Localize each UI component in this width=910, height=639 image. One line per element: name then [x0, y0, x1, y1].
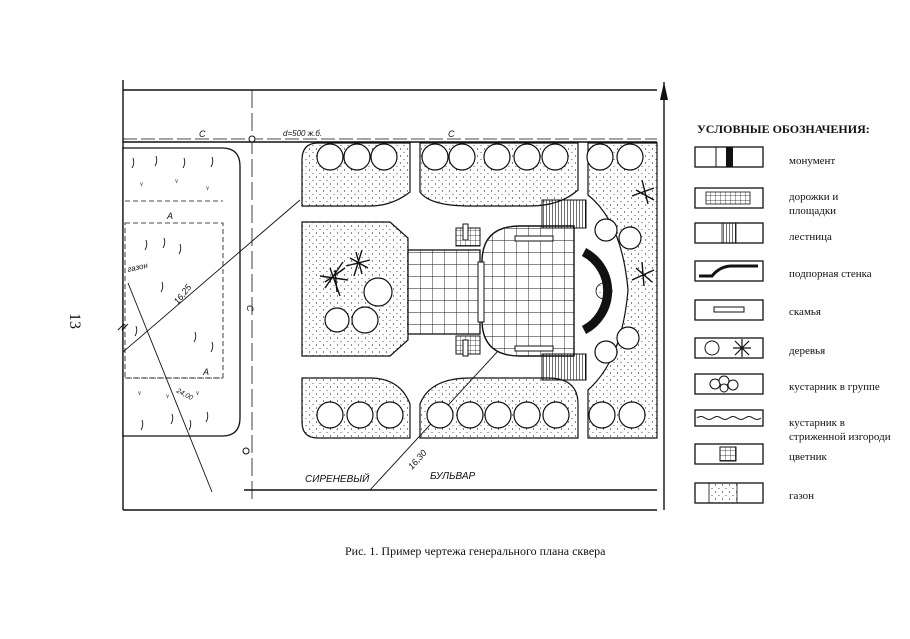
svg-text:v: v [175, 177, 179, 185]
monument [581, 248, 613, 334]
street-label-2: БУЛЬВАР [430, 471, 475, 482]
legend: УСЛОВНЫЕ ОБОЗНАЧЕНИЯ: монумент дорожки и… [694, 122, 891, 504]
street-label-1: СИРЕНЕВЫЙ [305, 472, 370, 485]
legend-title: УСЛОВНЫЕ ОБОЗНАЧЕНИЯ: [697, 122, 870, 136]
legend-label-flowerbed: цветник [789, 451, 827, 463]
marker-a-lower: А [202, 367, 209, 377]
flowerbed-icon [719, 446, 737, 462]
legend-label-retaining-wall: подпорная стенка [789, 268, 872, 280]
svg-text:v: v [140, 180, 144, 188]
svg-text:v: v [138, 389, 142, 397]
monument-icon [726, 147, 733, 167]
dimension-label-2: 16,30 [406, 448, 429, 471]
marker-c-left: С [199, 129, 206, 139]
shrub-group-icon [709, 375, 739, 393]
hedge-icon [696, 416, 762, 420]
stairs [455, 199, 587, 381]
legend-label-trees: деревья [789, 345, 825, 357]
utility-line [123, 90, 657, 500]
legend-label-monument: монумент [789, 155, 835, 167]
svg-text:v: v [206, 184, 210, 192]
legend-label-stairs: лестница [789, 231, 832, 243]
page-number: 13 [66, 313, 83, 329]
marker-a-upper: А [166, 211, 173, 221]
svg-text:v: v [166, 392, 170, 400]
figure-caption: Рис. 1. Пример чертежа генерального план… [345, 544, 606, 558]
legend-label-bench: скамья [789, 306, 821, 318]
left-lawn-block: v v v v v v [122, 147, 241, 437]
legend-label-shrub-group: кустарник в группе [789, 381, 880, 393]
svg-text:v: v [196, 389, 200, 397]
shrub-clusters [319, 179, 655, 297]
marker-c-vertical: С [245, 305, 255, 312]
grass-label: газон [127, 261, 150, 274]
bench-icon [713, 306, 745, 313]
retaining-wall-icon [699, 264, 758, 278]
legend-label-lawn: газон [789, 490, 814, 502]
lawn-icon [708, 482, 738, 504]
pipe-label: d=500 ж.б. [283, 129, 322, 138]
north-arrow-icon [660, 82, 668, 510]
stairs-icon [721, 222, 737, 244]
tree-canopies [316, 143, 646, 429]
trees-icon [704, 339, 751, 357]
benches [462, 223, 554, 357]
paved-areas [407, 225, 575, 357]
paths-icon [705, 191, 751, 205]
marker-c-right: С [448, 129, 455, 139]
drawing-frame [122, 80, 657, 511]
